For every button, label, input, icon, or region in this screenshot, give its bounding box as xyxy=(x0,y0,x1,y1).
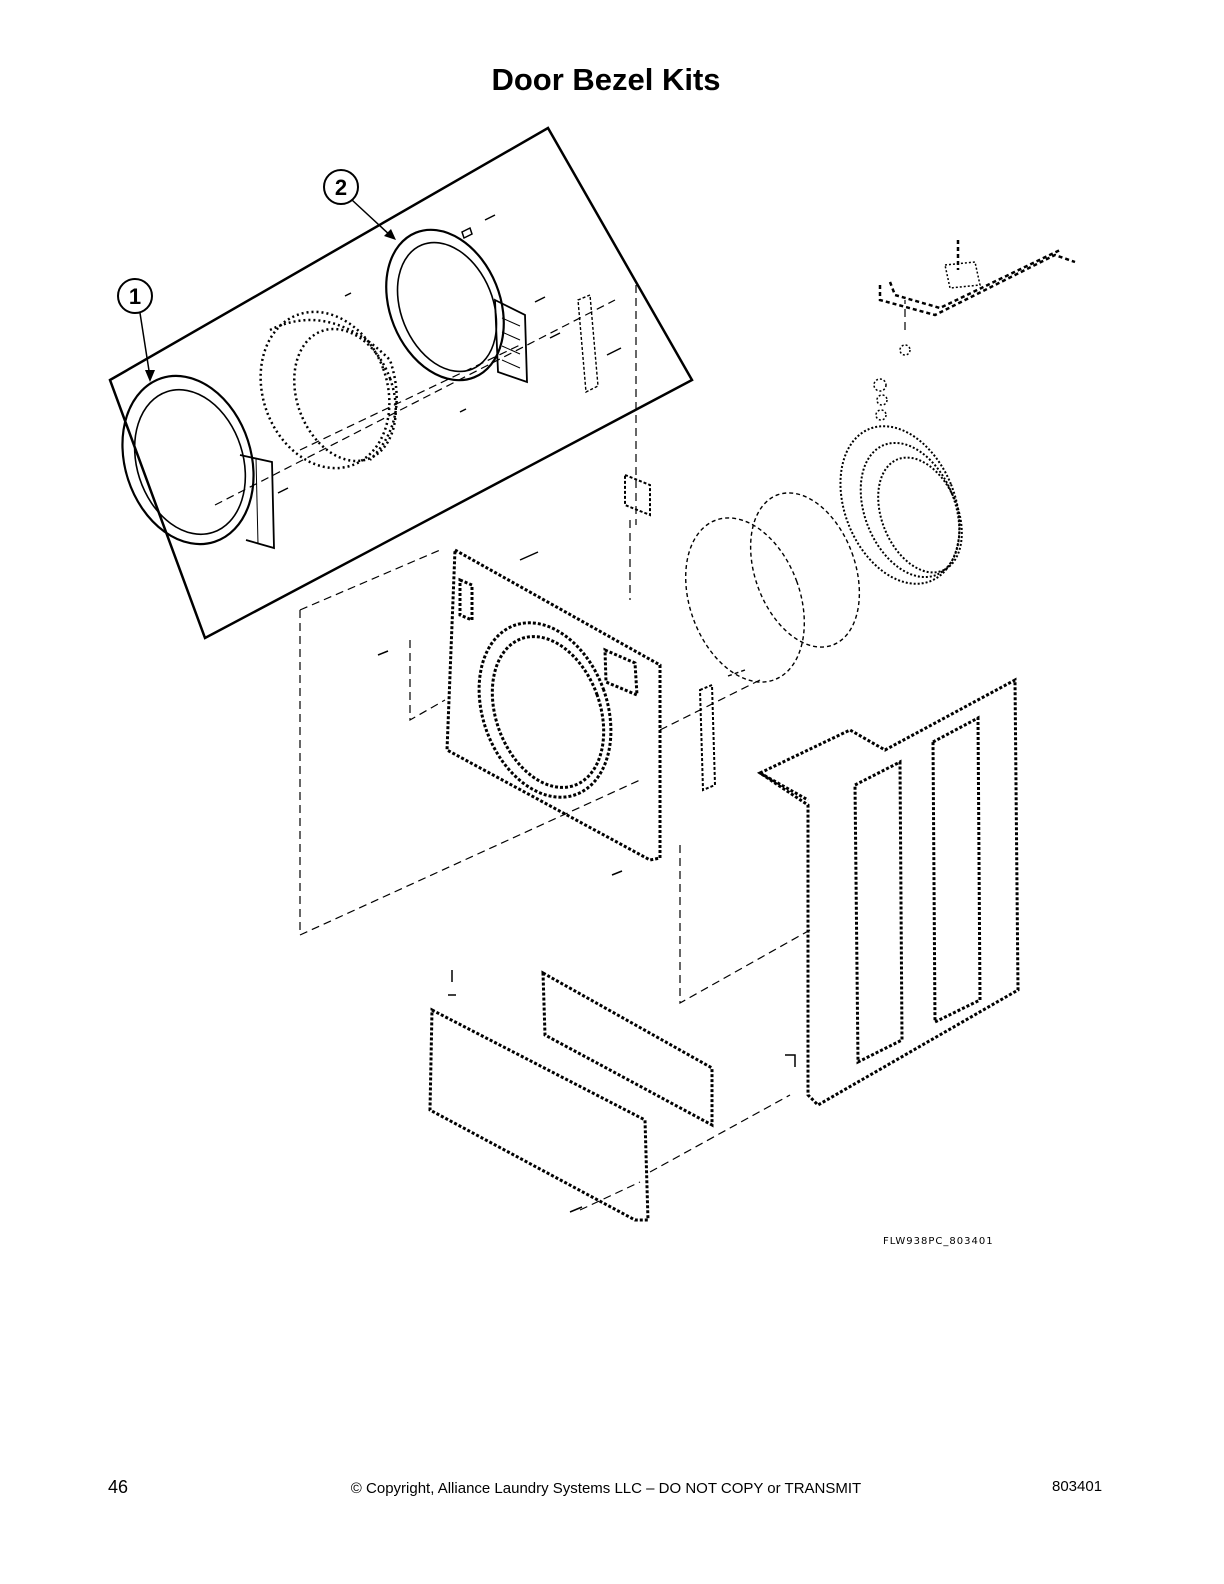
hinge-strip xyxy=(577,293,599,394)
door-boot-seal xyxy=(839,425,963,585)
hose-fittings xyxy=(873,261,981,421)
fill-hose xyxy=(878,240,1076,317)
outer-bezel-ring xyxy=(121,374,275,550)
callout-2[interactable]: 2 xyxy=(323,169,396,240)
inner-bezel-frame xyxy=(385,228,528,384)
door-glass-bowl xyxy=(259,310,398,470)
callout-2-label: 2 xyxy=(335,175,347,200)
drawing-id: FLW938PC_803401 xyxy=(883,1236,994,1247)
hinge-bracket xyxy=(698,683,717,792)
lower-screws xyxy=(377,551,796,1213)
kit-boundary-box xyxy=(108,126,694,640)
door-lock xyxy=(624,473,651,517)
footer-document-number: 803401 xyxy=(1052,1478,1103,1495)
footer-page-number: 46 xyxy=(108,1477,129,1497)
callout-1-label: 1 xyxy=(129,284,141,309)
cabinet-side-panel xyxy=(756,677,1020,1107)
boot-clamp-rings xyxy=(685,492,861,683)
front-panel xyxy=(445,547,662,862)
page-title: Door Bezel Kits xyxy=(491,62,721,97)
toe-panel xyxy=(428,970,714,1222)
assembly-leader-lines xyxy=(214,285,906,1211)
callout-1[interactable]: 1 xyxy=(117,278,155,382)
footer-copyright: © Copyright, Alliance Laundry Systems LL… xyxy=(350,1480,862,1497)
kit-screws xyxy=(277,214,622,494)
